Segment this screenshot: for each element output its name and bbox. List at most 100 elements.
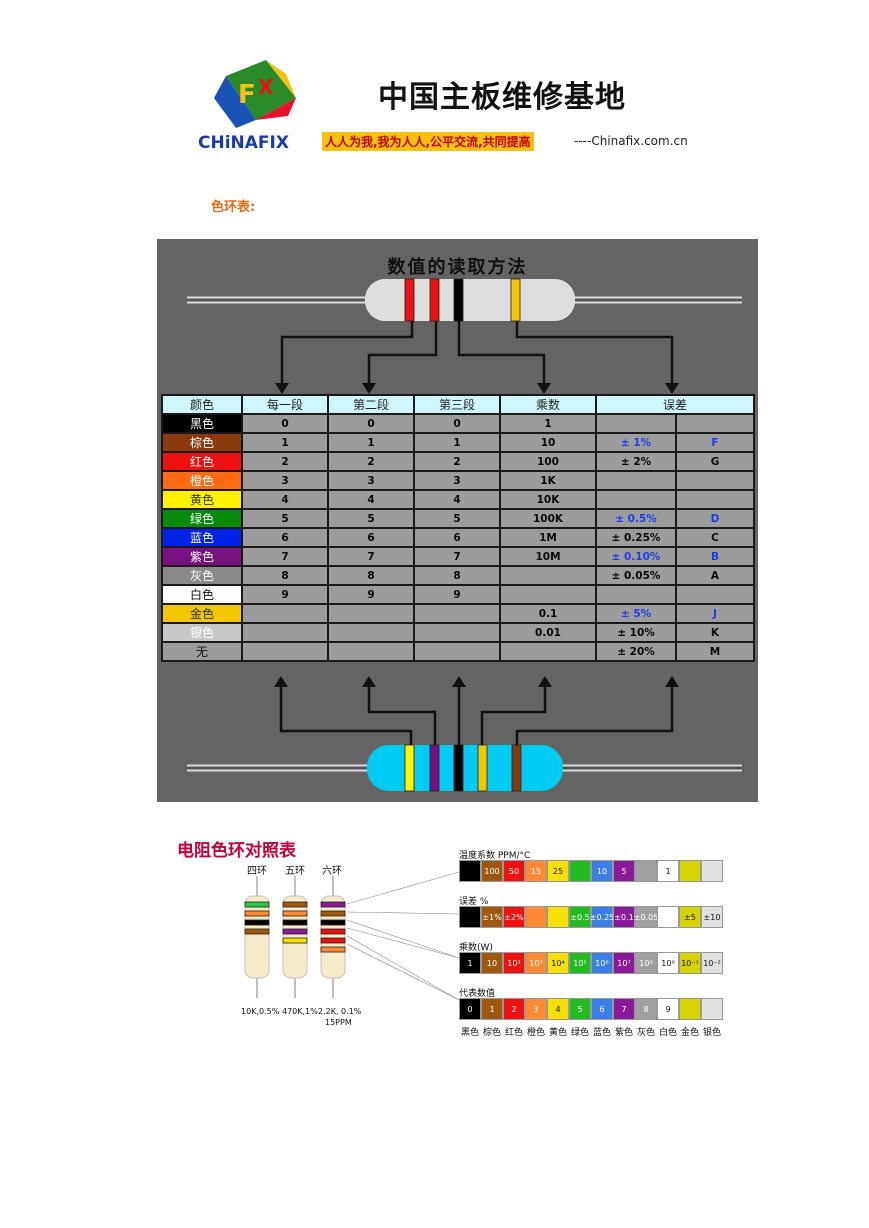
header-cell: 误差 bbox=[595, 394, 755, 415]
color-name-cell: 黄色 bbox=[161, 489, 243, 510]
d3-cell: 6 bbox=[413, 527, 501, 548]
mult-cell: 1K bbox=[499, 470, 597, 491]
d2-cell: 9 bbox=[327, 584, 415, 605]
swatch: 1 bbox=[657, 860, 679, 882]
swatch: 10⁵ bbox=[569, 952, 591, 974]
d3-cell: 8 bbox=[413, 565, 501, 586]
d1-cell: 8 bbox=[241, 565, 329, 586]
chinafix-logo: F X CHiNAFIX bbox=[198, 60, 296, 153]
five-band-value: 470K,1% bbox=[282, 1007, 318, 1016]
swatch bbox=[635, 860, 657, 882]
mult-cell: 10K bbox=[499, 489, 597, 510]
swatch bbox=[701, 860, 723, 882]
swatch: 10 bbox=[591, 860, 613, 882]
ring-band bbox=[282, 910, 308, 917]
swatch bbox=[657, 906, 679, 928]
tolerance-cell: ± 0.05% bbox=[595, 565, 677, 586]
tolerance-code-cell bbox=[675, 584, 755, 605]
d1-cell bbox=[241, 603, 329, 624]
four-band-label: 四环 bbox=[247, 866, 267, 877]
swatch bbox=[569, 860, 591, 882]
mult-cell bbox=[499, 584, 597, 605]
swatch: 10⁴ bbox=[547, 952, 569, 974]
tolerance-code-cell: C bbox=[675, 527, 755, 548]
swatch: 10 bbox=[481, 952, 503, 974]
color-names-row: 黑色棕色红色橙色黄色绿色蓝色紫色灰色白色金色银色 bbox=[459, 1025, 723, 1038]
tolerance-cell: ± 2% bbox=[595, 451, 677, 472]
tolerance-code-cell: F bbox=[675, 432, 755, 453]
swatch bbox=[525, 906, 547, 928]
d3-cell: 3 bbox=[413, 470, 501, 491]
six-band-value: 2.2K, 0.1% bbox=[318, 1007, 362, 1016]
swatch: 10⁸ bbox=[635, 952, 657, 974]
d2-cell: 8 bbox=[327, 565, 415, 586]
mult-cell: 10M bbox=[499, 546, 597, 567]
d2-cell: 6 bbox=[327, 527, 415, 548]
panel-title: 数值的读取方法 bbox=[387, 257, 528, 278]
d2-cell bbox=[327, 641, 415, 662]
color-name-cell: 黑色 bbox=[161, 413, 243, 434]
swatch: 50 bbox=[503, 860, 525, 882]
d3-cell bbox=[413, 603, 501, 624]
header-banner: F X CHiNAFIX 中国主板维修基地 人人为我,我为人人,公平交流,共同提… bbox=[196, 58, 708, 153]
ring-band bbox=[320, 919, 346, 926]
d1-cell: 2 bbox=[241, 451, 329, 472]
tolerance-code-cell: J bbox=[675, 603, 755, 624]
d2-cell bbox=[327, 603, 415, 624]
tolerance-cell bbox=[595, 470, 677, 491]
d1-cell: 0 bbox=[241, 413, 329, 434]
color-name: 绿色 bbox=[570, 1028, 589, 1038]
swatch bbox=[679, 860, 701, 882]
d3-cell: 7 bbox=[413, 546, 501, 567]
color-name: 橙色 bbox=[526, 1028, 545, 1038]
tol-label: 误差 % bbox=[459, 897, 489, 907]
tolerance-code-cell bbox=[675, 413, 755, 434]
color-name-cell: 蓝色 bbox=[161, 527, 243, 548]
swatch: 10² bbox=[503, 952, 525, 974]
color-name: 紫色 bbox=[614, 1028, 633, 1038]
table-row: 无± 20%M bbox=[161, 641, 755, 662]
swatch: ±2% bbox=[503, 906, 525, 928]
swatch: 100 bbox=[481, 860, 503, 882]
swatch: 3 bbox=[525, 998, 547, 1020]
header-cell: 乘数 bbox=[499, 394, 597, 415]
swatch: 10⁻² bbox=[701, 952, 723, 974]
tolerance-cell bbox=[595, 584, 677, 605]
six-band-label: 六环 bbox=[322, 866, 342, 877]
color-name-cell: 白色 bbox=[161, 584, 243, 605]
color-name-cell: 橙色 bbox=[161, 470, 243, 491]
d1-cell: 4 bbox=[241, 489, 329, 510]
tolerance-code-cell: G bbox=[675, 451, 755, 472]
section-label: 色环表: bbox=[211, 200, 256, 215]
d2-cell: 3 bbox=[327, 470, 415, 491]
ring-band bbox=[244, 928, 270, 935]
color-band bbox=[510, 278, 521, 322]
site-title: 中国主板维修基地 bbox=[378, 80, 626, 115]
mult-cell: 100 bbox=[499, 451, 597, 472]
color-code-panel: 数值的读取方法 bbox=[157, 239, 758, 802]
svg-text:X: X bbox=[258, 75, 274, 99]
top-arrow-heads bbox=[275, 383, 679, 394]
bottom-resistor-body bbox=[367, 745, 563, 791]
color-band bbox=[511, 744, 522, 792]
swatch: ±1% bbox=[481, 906, 503, 928]
color-name-cell: 灰色 bbox=[161, 565, 243, 586]
d1-cell: 9 bbox=[241, 584, 329, 605]
header-cell: 第二段 bbox=[327, 394, 415, 415]
d3-cell: 2 bbox=[413, 451, 501, 472]
d3-cell: 0 bbox=[413, 413, 501, 434]
d1-cell: 3 bbox=[241, 470, 329, 491]
swatch bbox=[701, 998, 723, 1020]
d1-cell bbox=[241, 622, 329, 643]
bottom-arrow-heads bbox=[274, 676, 679, 687]
tolerance-code-cell: D bbox=[675, 508, 755, 529]
mult-label: 乘数(W) bbox=[459, 943, 493, 953]
mult-cell: 0.1 bbox=[499, 603, 597, 624]
swatch: 0 bbox=[459, 998, 481, 1020]
d3-cell bbox=[413, 641, 501, 662]
ring-band bbox=[244, 919, 270, 926]
color-band bbox=[453, 744, 464, 792]
